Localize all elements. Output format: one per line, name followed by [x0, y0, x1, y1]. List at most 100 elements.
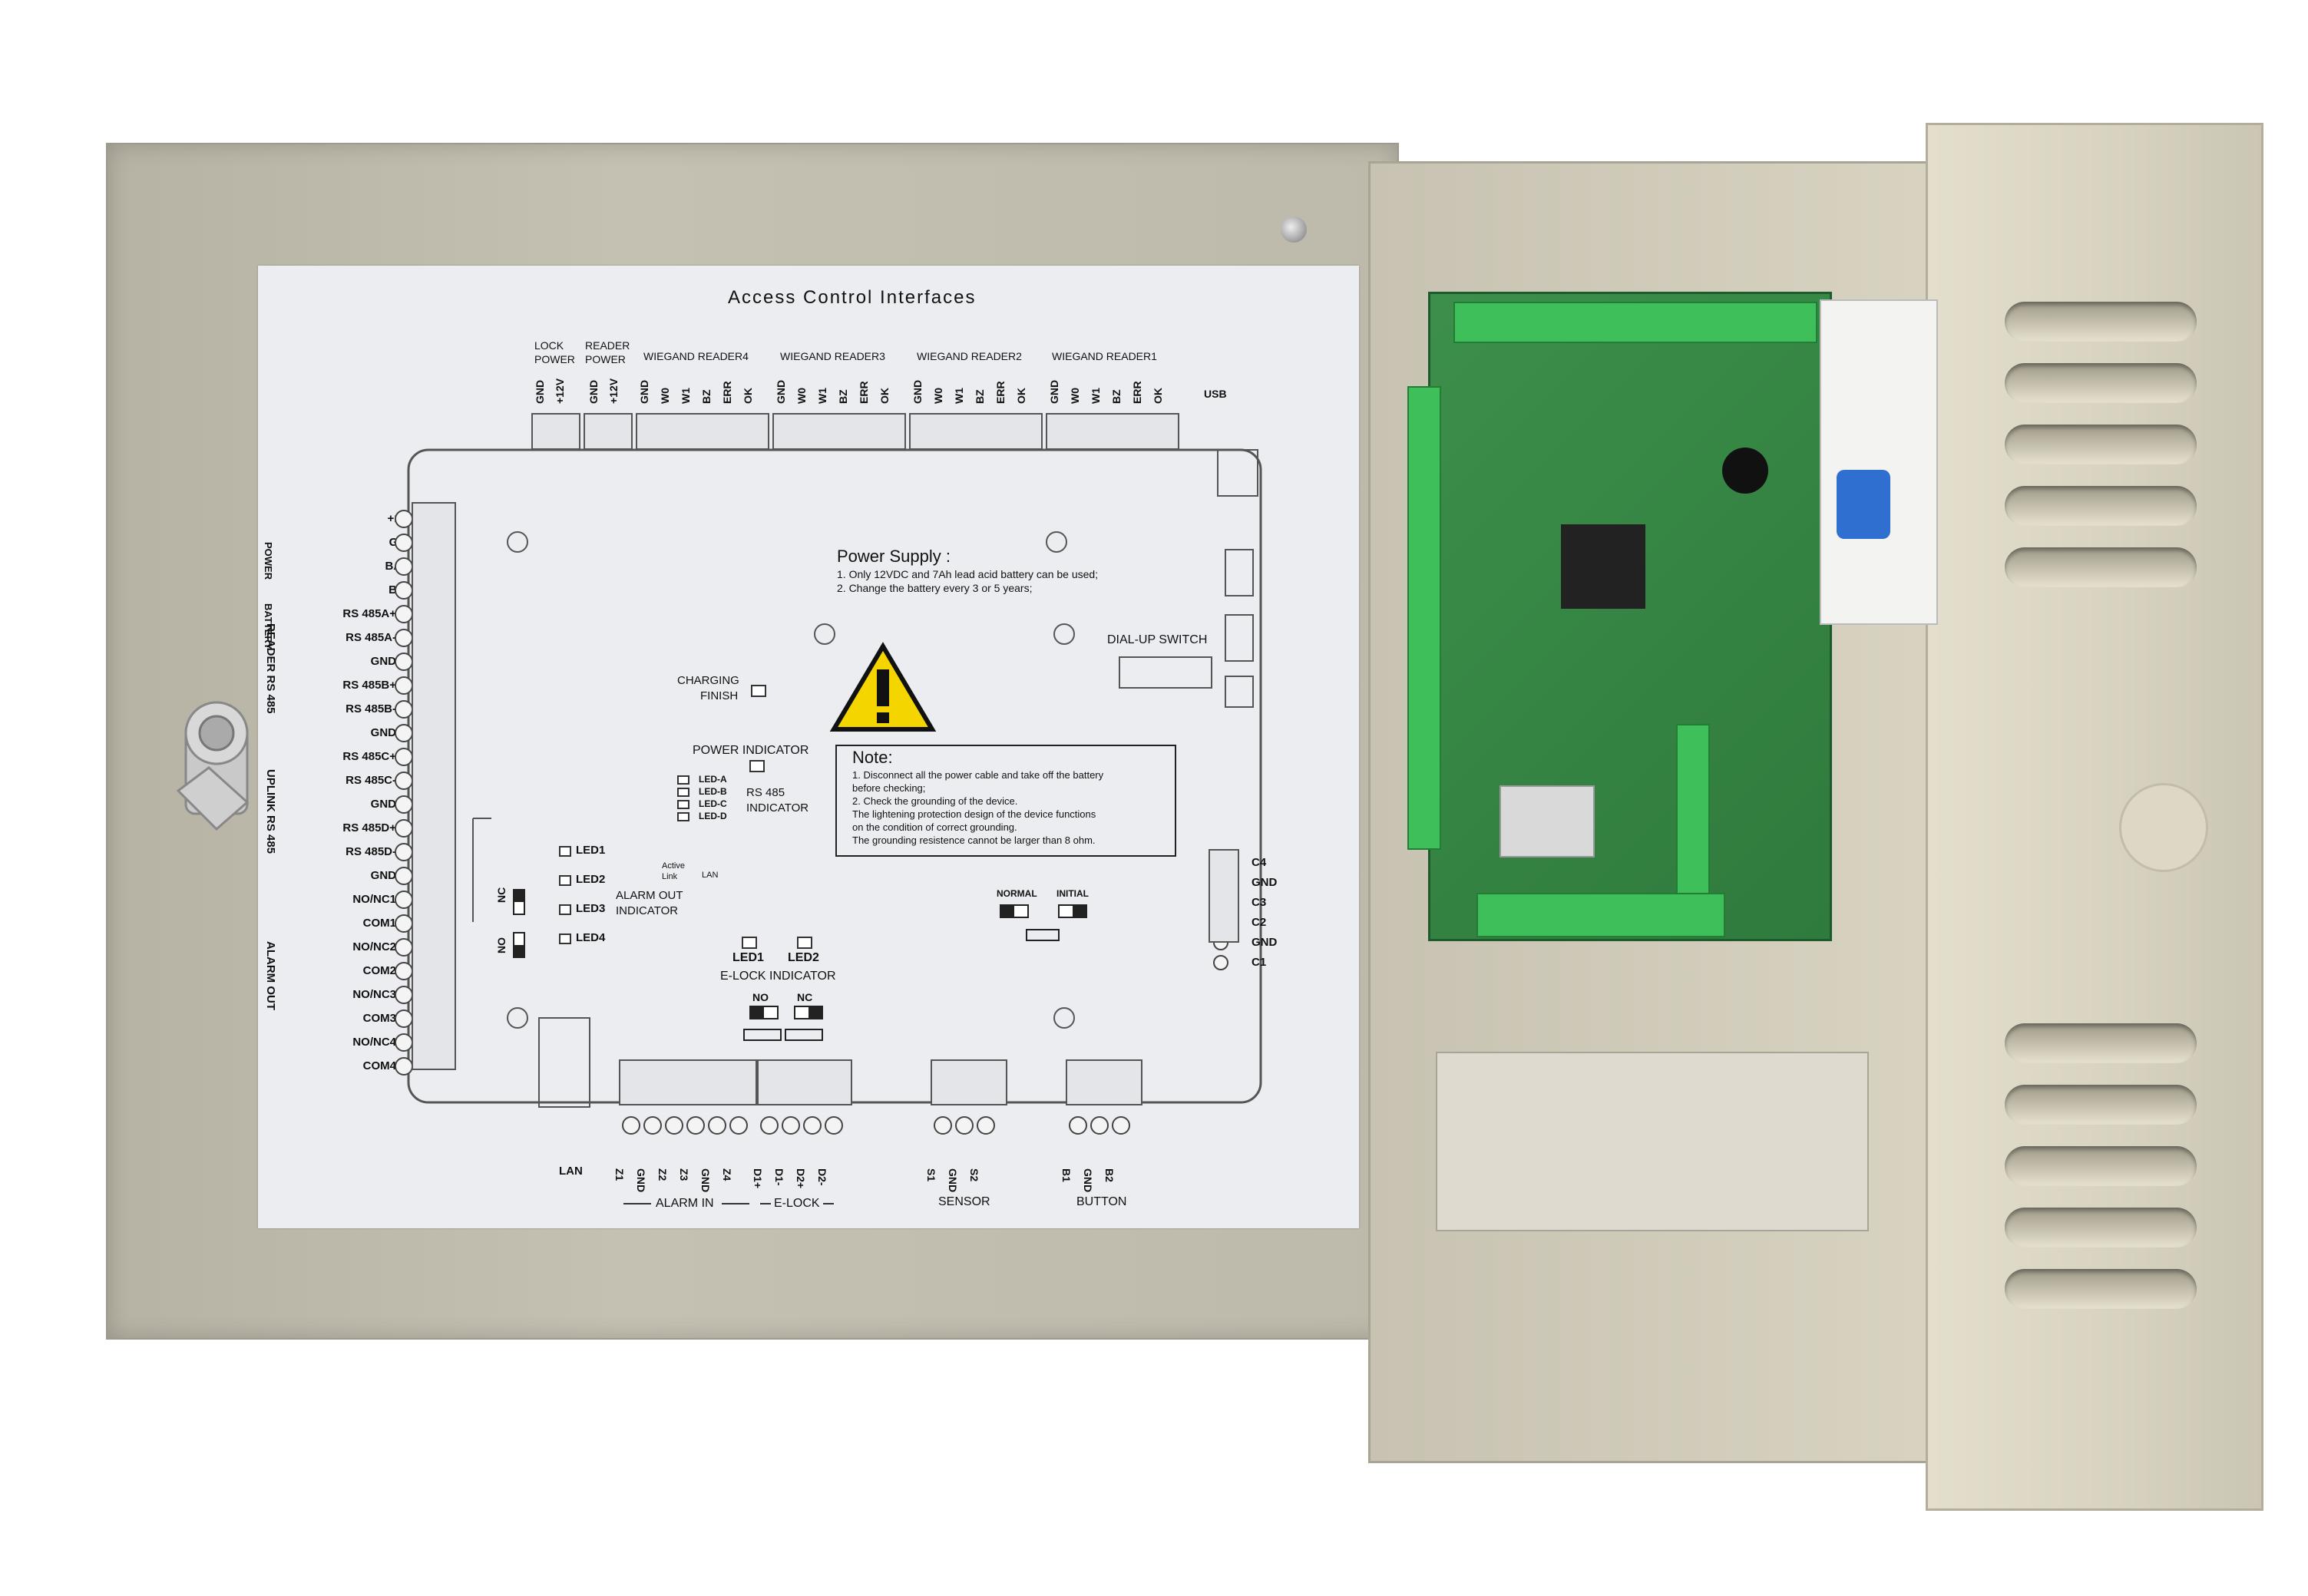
elock-jumper-left: [743, 1029, 782, 1041]
note-heading: Note:: [852, 748, 893, 767]
elock-label: E-LOCK: [774, 1197, 820, 1210]
terminal-sensor: [931, 1059, 1007, 1105]
rs485-led-label-1: LED-B: [699, 786, 727, 797]
sensor-screw-2: [977, 1116, 995, 1135]
elock-nc-switch[interactable]: [794, 1006, 823, 1019]
elock-led-2: [797, 937, 812, 949]
left-screw-21: [395, 1009, 413, 1028]
sensor-screw-1: [955, 1116, 974, 1135]
elock-screw-2: [803, 1116, 822, 1135]
left-label-17: COM1: [362, 917, 396, 930]
elock-led1-label: LED1: [732, 951, 764, 964]
power-indicator-led: [749, 760, 765, 772]
left-label-22: NO/NC4: [352, 1036, 396, 1049]
right-label-4: GND: [1252, 936, 1278, 949]
dial-up-switch-label: DIAL-UP SWITCH: [1107, 633, 1208, 646]
right-screw-5: [1213, 955, 1228, 970]
rs485-led-label-0: LED-A: [699, 774, 727, 785]
terminal-reader-power: [584, 413, 633, 450]
button-screw-1: [1090, 1116, 1109, 1135]
left-screw-19: [395, 962, 413, 980]
header-lock-power-2: POWER: [534, 353, 575, 365]
alarm-out-indicator-2: INDICATOR: [616, 904, 679, 917]
rs485-led-2: [677, 800, 689, 809]
alarm_in-screw-2: [665, 1116, 683, 1135]
left-screw-0: [395, 510, 413, 528]
power-indicator-label: POWER INDICATOR: [693, 744, 809, 757]
left-label-19: COM2: [362, 964, 396, 977]
button-screw-0: [1069, 1116, 1087, 1135]
right-label-2: C3: [1252, 896, 1267, 909]
power-supply-heading: Power Supply :: [837, 547, 951, 566]
enclosure-side-wall: [1926, 123, 2263, 1511]
note-line-1: before checking;: [852, 782, 926, 794]
header-reader-power-2: POWER: [585, 353, 626, 365]
note-line-0: 1. Disconnect all the power cable and ta…: [852, 769, 1104, 781]
left-label-4: RS 485A+: [342, 607, 396, 620]
rs485-led-0: [677, 775, 689, 785]
sensor-screw-0: [934, 1116, 952, 1135]
nc-no-jumper-1[interactable]: [513, 889, 525, 915]
active-link-label-1: Active: [662, 861, 685, 871]
alarm_in-screw-4: [708, 1116, 726, 1135]
left-label-23: COM4: [362, 1059, 396, 1072]
alarm_in-screw-1: [643, 1116, 662, 1135]
alarm_in-screw-5: [729, 1116, 748, 1135]
left-label-20: NO/NC3: [352, 988, 396, 1001]
controller-circuit-board: [1407, 292, 1832, 941]
left-label-6: GND: [370, 655, 396, 668]
button-screw-2: [1112, 1116, 1130, 1135]
alarm-led-label-2: LED3: [576, 902, 606, 915]
warning-triangle-icon: [829, 642, 937, 732]
left-screw-17: [395, 914, 413, 933]
power-supply-line-2: 2. Change the battery every 3 or 5 years…: [837, 582, 1033, 594]
left-label-5: RS 485A-: [346, 631, 396, 644]
normal-initial-jumper: [1026, 929, 1060, 941]
wiring-diagram-sticker: Access Control Interfaces LOCK POWER REA…: [258, 266, 1359, 1228]
terminal-wiegand-3: [772, 413, 906, 450]
right-label-3: C2: [1252, 916, 1267, 929]
header-wiegand-4: WIEGAND READER4: [643, 350, 749, 362]
header-lock-power-1: LOCK: [534, 339, 564, 352]
note-line-5: The grounding resistence cannot be large…: [852, 834, 1096, 846]
normal-initial-switch-2[interactable]: [1058, 904, 1087, 918]
rs485-led-3: [677, 812, 689, 821]
terminal-lock-power: [531, 413, 580, 450]
alarm-out-indicator-1: ALARM OUT: [616, 889, 683, 902]
terminal-wiegand-4: [636, 413, 769, 450]
rs485-led-label-2: LED-C: [699, 798, 727, 809]
left-screw-11: [395, 772, 413, 790]
power-supply-line-1: 1. Only 12VDC and 7Ah lead acid battery …: [837, 568, 1099, 580]
normal-initial-switch-1[interactable]: [1000, 904, 1029, 918]
elock-jumper-right: [785, 1029, 823, 1041]
alarm-led-label-3: LED4: [576, 931, 606, 944]
elock-no-switch[interactable]: [749, 1006, 779, 1019]
nc-no-jumper-2[interactable]: [513, 932, 525, 958]
terminal-right-column: [1209, 849, 1239, 943]
knockout-hole: [2119, 783, 2208, 872]
left-label-21: COM3: [362, 1012, 396, 1025]
terminal-alarm-in: [619, 1059, 757, 1105]
lan-label: LAN: [559, 1165, 583, 1178]
power-relay-module: [1820, 299, 1938, 625]
left-label-7: RS 485B+: [342, 679, 396, 692]
power-terminal-strip: [1436, 1052, 1869, 1231]
left-label-13: RS 485D+: [342, 821, 396, 834]
terminal-button: [1066, 1059, 1142, 1105]
charging-label-1: CHARGING: [677, 674, 739, 687]
left-label-8: RS 485B-: [346, 702, 396, 715]
terminal-wiegand-2: [909, 413, 1043, 450]
alarm-led-1: [559, 875, 571, 886]
left-label-11: RS 485C-: [346, 774, 396, 787]
rs485-indicator-2: INDICATOR: [746, 801, 809, 815]
rs485-led-1: [677, 788, 689, 797]
door-lock-latch[interactable]: [163, 676, 270, 844]
note-line-2: 2. Check the grounding of the device.: [852, 795, 1018, 807]
rs485-indicator-1: RS 485: [746, 786, 785, 799]
terminal-left-column: [412, 502, 456, 1070]
right-label-1: GND: [1252, 876, 1278, 889]
normal-label: NORMAL: [997, 888, 1037, 899]
usb-label: USB: [1204, 388, 1227, 400]
alarm_in-screw-0: [622, 1116, 640, 1135]
alarm-led-label-1: LED2: [576, 873, 606, 886]
